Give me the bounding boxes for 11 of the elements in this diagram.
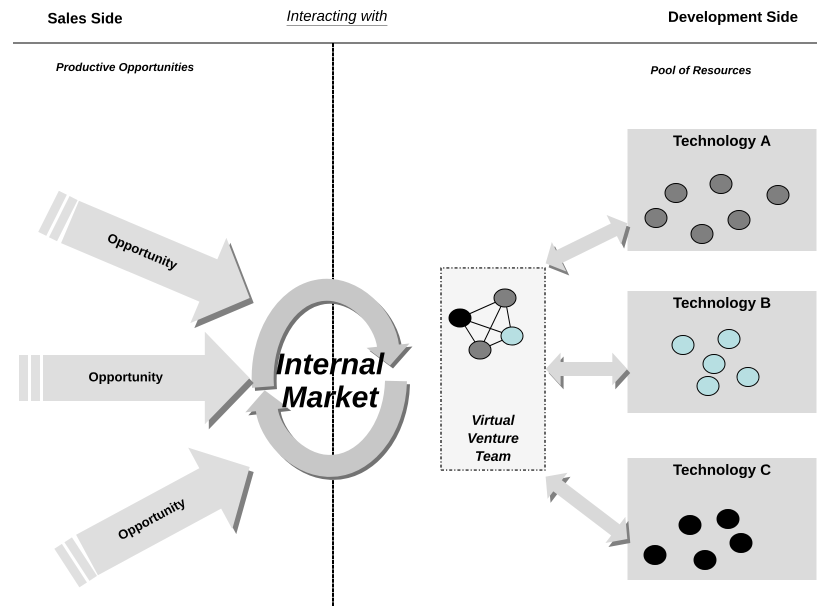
edge-label: Opportunity <box>88 370 164 386</box>
technology-box: Technology A <box>628 129 816 251</box>
technology-box: Technology B <box>628 291 816 413</box>
technology-box: Technology C <box>628 458 816 580</box>
team-box: Virtual Venture Team <box>440 267 546 471</box>
section-heading: Pool of Resources <box>650 66 752 74</box>
header-text: Interacting with <box>286 10 388 26</box>
header-text: Development Side <box>669 11 798 25</box>
section-heading: Productive Opportunities <box>56 62 194 74</box>
header-text: Sales Side <box>48 12 122 24</box>
cycle-label: Internal Market <box>276 352 385 408</box>
